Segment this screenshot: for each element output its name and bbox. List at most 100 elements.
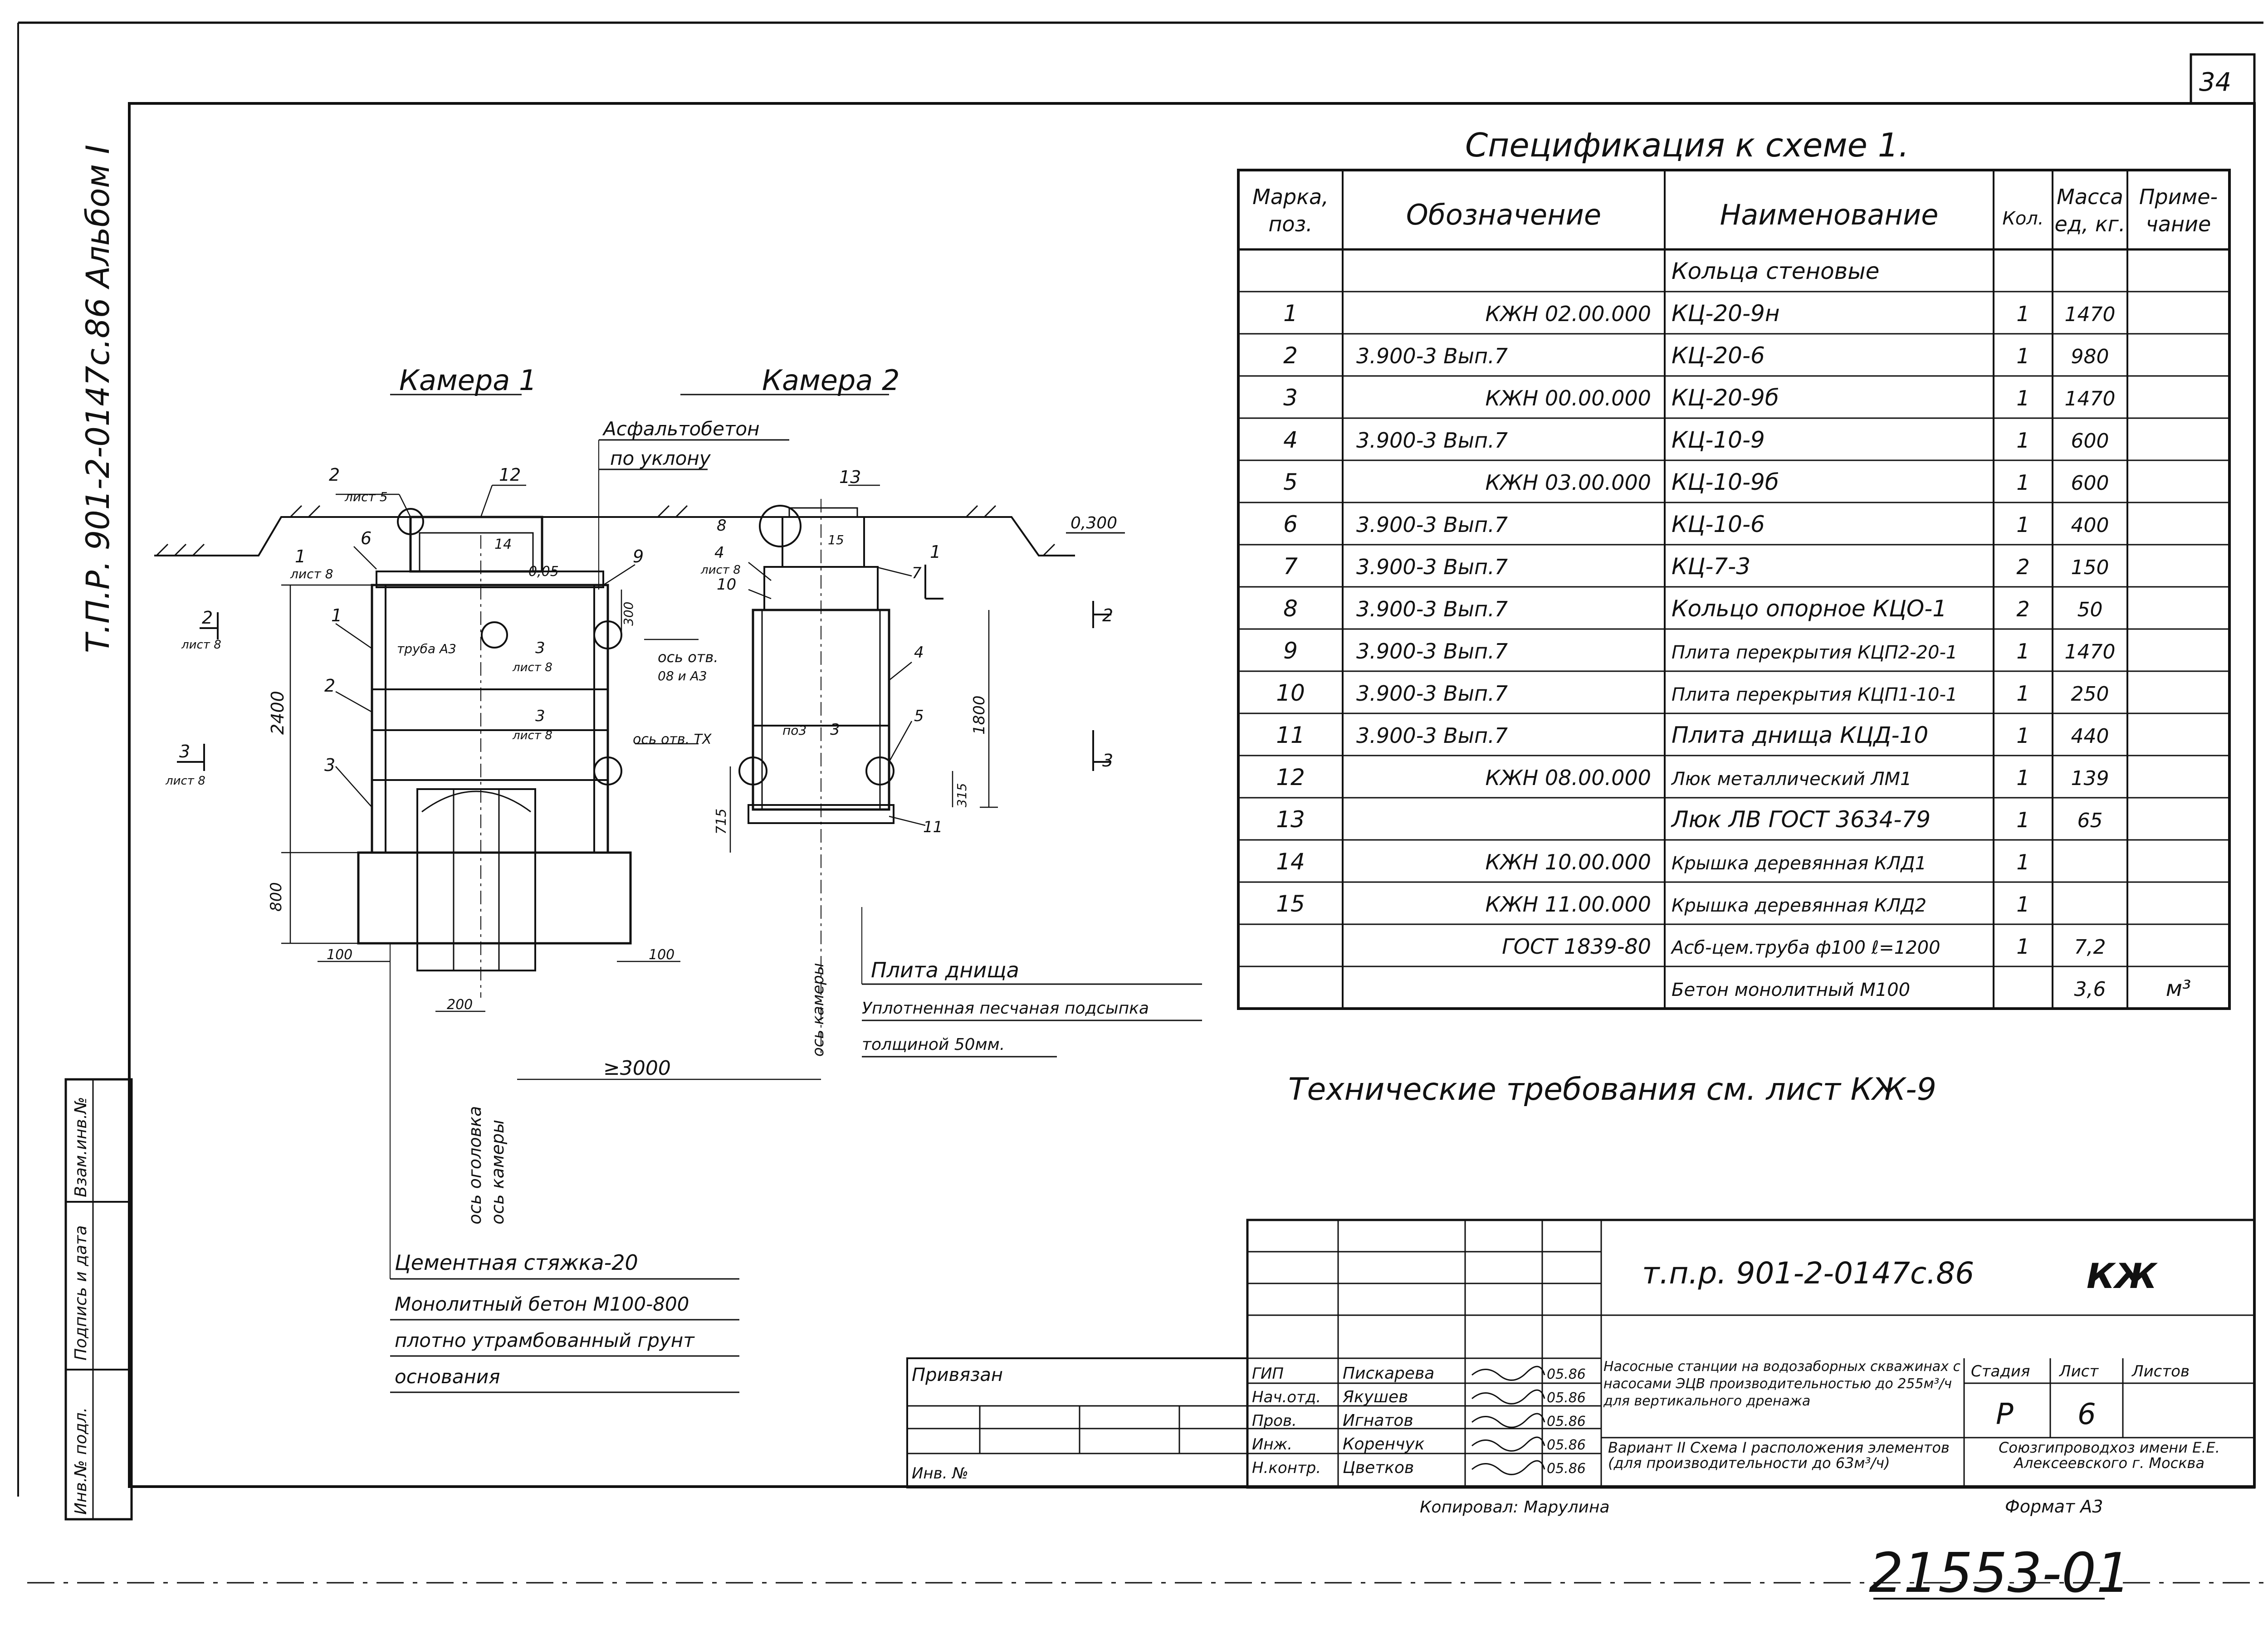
spec-header-0: Марка, поз. — [1252, 185, 1329, 236]
spec-cell-pos: 1 — [1283, 300, 1298, 327]
spec-cell-mass: 400 — [2071, 514, 2109, 537]
person: Якушев — [1342, 1388, 1408, 1406]
spec-cell-mass: 980 — [2071, 345, 2109, 368]
spec-cell-pos: 8 — [1283, 595, 1298, 622]
svg-text:ед, кг.: ед, кг. — [2055, 212, 2126, 236]
spec-cell-pos: 12 — [1276, 764, 1305, 790]
axis-hole1: ось отв. — [658, 649, 718, 666]
svg-text:12: 12 — [499, 465, 521, 485]
doc-code: т.п.р. 901-2-0147с.86 — [1642, 1256, 1974, 1291]
spec-cell-qty: 1 — [2016, 850, 2029, 874]
spec-cell-code: КЖН 03.00.000 — [1485, 470, 1651, 495]
spec-cell-name: Плита перекрытия КЦП1-10-1 — [1672, 684, 1957, 705]
spec-cell-qty: 1 — [2016, 512, 2029, 537]
spec-cell-code: 3.900-3 Вып.7 — [1356, 555, 1508, 579]
spec-cell-qty: 1 — [2016, 808, 2029, 832]
spec-cell-code: КЖН 11.00.000 — [1485, 892, 1651, 917]
spec-cell-pos: 11 — [1276, 722, 1305, 748]
soil-label: плотно утрамбованный грунт — [395, 1329, 695, 1351]
svg-text:Марка,: Марка, — [1252, 185, 1329, 209]
date: 05.86 — [1547, 1461, 1586, 1477]
spec-cell-mass: 250 — [2071, 683, 2109, 706]
spec-cell-name: Люк ЛВ ГОСТ 3634-79 — [1671, 806, 1931, 833]
org-name: Союзгипроводхоз имени Е.Е. Алексеевского… — [1999, 1440, 2220, 1472]
sheet8b-label: лист 8 — [512, 661, 552, 674]
sheet-header: Лист — [2058, 1362, 2099, 1380]
sand2-label: толщиной 50мм. — [862, 1035, 1005, 1054]
camera2-title: Камера 2 — [762, 364, 899, 397]
svg-text:Наименование: Наименование — [1720, 198, 1939, 231]
section-drawing: Камера 1 Камера 2 Асфальтобетон по уклон… — [154, 364, 1202, 1393]
spec-cell-name: КЦ-20-9б — [1672, 385, 1779, 411]
svg-text:поз.: поз. — [1268, 212, 1312, 236]
spec-cell-mass: 1470 — [2065, 303, 2116, 326]
svg-text:Приме-: Приме- — [2139, 185, 2218, 209]
svg-text:1: 1 — [930, 542, 941, 562]
dim-200: 200 — [447, 997, 473, 1013]
spec-cell-pos: 15 — [1276, 891, 1305, 917]
spec-cell-qty: 1 — [2016, 639, 2029, 663]
svg-text:5: 5 — [914, 707, 924, 725]
po3-label: по3 — [782, 723, 807, 738]
dim-300: 300 — [621, 602, 636, 626]
date: 05.86 — [1547, 1390, 1586, 1406]
side-stamp-col3: Инв.№ подл. — [72, 1407, 90, 1515]
spec-cell-qty: 1 — [2016, 386, 2029, 410]
signature-scribble — [1471, 1413, 1545, 1428]
svg-text:8: 8 — [717, 517, 727, 535]
spec-cell-qty: 2 — [2016, 555, 2029, 579]
spec-header-1: Обозначение — [1406, 198, 1601, 231]
format-label: Формат А3 — [2005, 1497, 2103, 1517]
spec-cell-name: Люк металлический ЛМ1 — [1671, 769, 1912, 790]
svg-text:15: 15 — [828, 532, 844, 547]
svg-text:3: 3 — [830, 721, 840, 739]
svg-text:3: 3 — [1102, 751, 1113, 771]
spec-cell-name: Бетон монолитный М100 — [1672, 980, 1910, 1000]
spec-cell-mass: 7,2 — [2074, 936, 2106, 959]
date: 05.86 — [1547, 1366, 1586, 1382]
axis-cam2-label: ось камеры — [809, 963, 827, 1057]
dim-100a: 100 — [327, 947, 352, 963]
spec-cell-name: КЦ-7-3 — [1672, 553, 1750, 580]
date: 05.86 — [1547, 1414, 1586, 1429]
archive-number: 21553-01 — [1869, 1542, 2131, 1605]
sheets-header: Листов — [2131, 1362, 2190, 1380]
sand-label: Уплотненная песчаная подсыпка — [862, 999, 1149, 1018]
role: ГИП — [1252, 1365, 1284, 1383]
sheet8-label: лист 8 — [290, 566, 333, 581]
spec-cell-code: ГОСТ 1839-80 — [1502, 934, 1651, 959]
spec-cell-name: Крышка деревянная КЛД2 — [1672, 895, 1926, 916]
role: Нач.отд. — [1252, 1388, 1321, 1406]
date: 05.86 — [1547, 1437, 1586, 1453]
svg-text:4: 4 — [914, 644, 924, 662]
spec-cell-mass: 3,6 — [2074, 978, 2106, 1001]
svg-text:2: 2 — [1102, 605, 1113, 625]
spec-table: Марка, поз. Обозначение Наименование Кол. Мас… — [1237, 169, 2231, 1010]
svg-text:Масса: Масса — [2057, 185, 2123, 209]
svg-text:3: 3 — [324, 755, 335, 775]
spec-cell-name: КЦ-10-9 — [1672, 427, 1765, 453]
spec-cell-code: КЖН 02.00.000 — [1485, 302, 1651, 326]
tech-requirements: Технические требования см. лист КЖ-9 — [1288, 1072, 1936, 1107]
svg-text:Обозначение: Обозначение — [1406, 198, 1601, 231]
spec-cell-mass: 440 — [2071, 725, 2109, 748]
description1: Насосные станции на водозаборных скважин… — [1603, 1359, 1960, 1409]
spec-cell-name: Плита перекрытия КЦП2-20-1 — [1672, 642, 1957, 663]
spec-cell-code: 3.900-3 Вып.7 — [1356, 344, 1508, 368]
spec-header-4: Масса ед, кг. — [2055, 185, 2126, 236]
svg-text:Кол.: Кол. — [2002, 208, 2043, 229]
spec-cell-pos: 4 — [1283, 427, 1298, 453]
asphalt-label: Асфальтобетон — [602, 418, 760, 440]
spec-cell-qty: 1 — [2016, 344, 2029, 368]
spec-cell-qty: 1 — [2016, 723, 2029, 748]
signature-scribble — [1471, 1460, 1545, 1475]
svg-text:4: 4 — [714, 544, 724, 562]
